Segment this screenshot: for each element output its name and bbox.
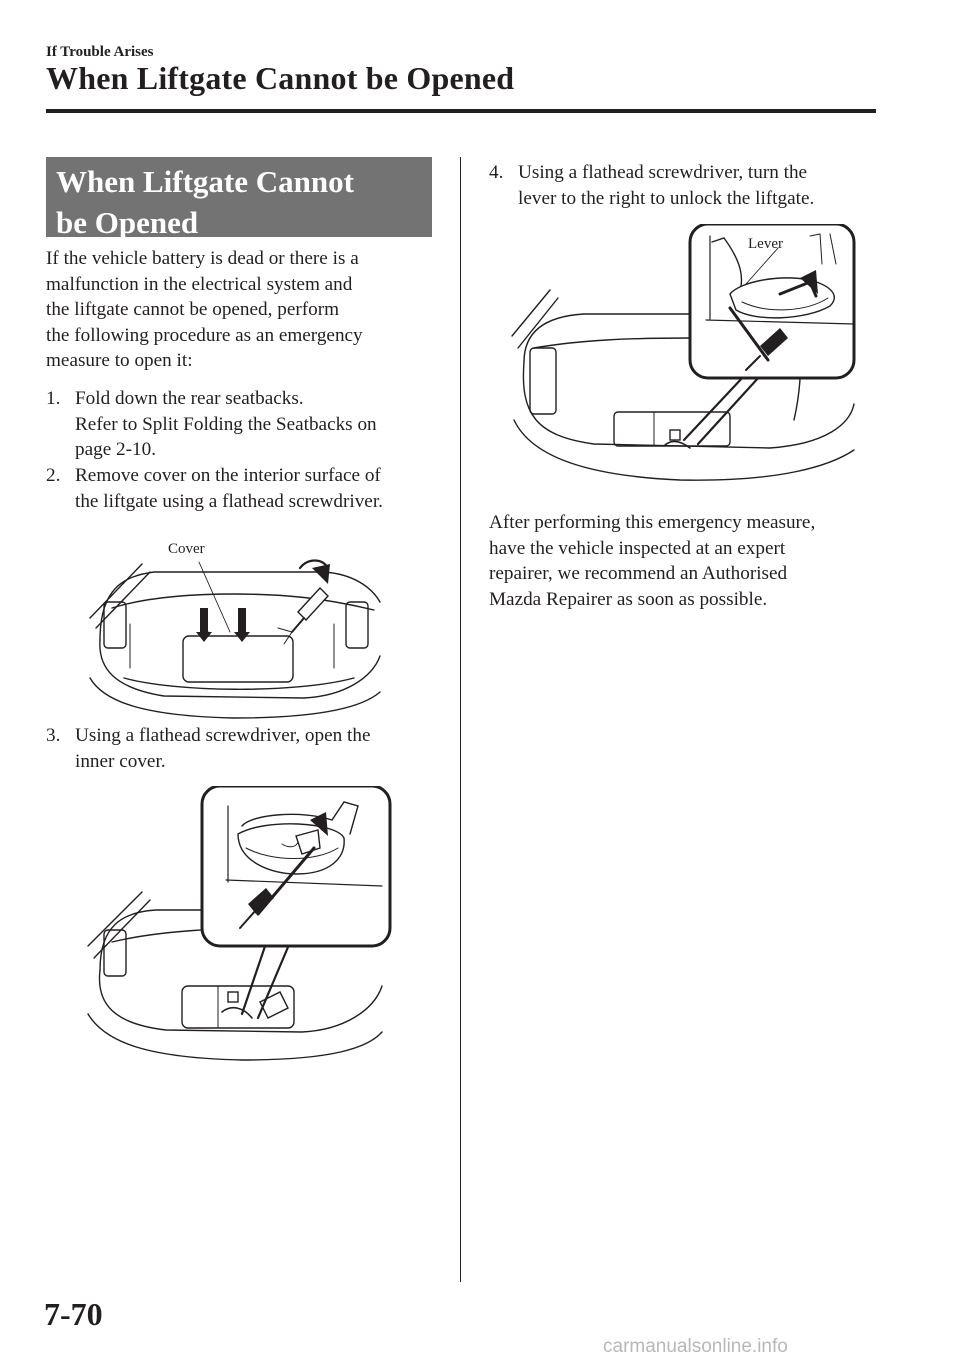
cover-callout-label: Cover <box>168 541 205 557</box>
step-line: lever to the right to unlock the liftgat… <box>518 187 815 209</box>
step-number: 3. <box>46 725 61 746</box>
section-title-line-2: be Opened <box>56 205 199 240</box>
after-line: repairer, we recommend an Authorised <box>489 563 788 585</box>
step-line: Refer to Split Folding the Seatbacks on <box>75 413 377 435</box>
intro-line: If the vehicle battery is dead or there … <box>46 248 359 269</box>
after-line: have the vehicle inspected at an expert <box>489 537 786 559</box>
step-line: inner cover. <box>75 750 166 772</box>
step-number: 1. <box>46 388 61 409</box>
column-divider <box>460 157 461 1282</box>
inner-cover-illustration <box>82 786 392 1064</box>
intro-line: the liftgate cannot be opened, perform <box>46 299 340 321</box>
after-paragraph: After performing this emergency measure,… <box>489 510 815 612</box>
intro-paragraph: If the vehicle battery is dead or there … <box>46 246 363 374</box>
lever-illustration: Lever <box>510 224 864 502</box>
lever-callout-label: Lever <box>748 236 783 252</box>
cover-removal-illustration: Cover <box>84 528 384 720</box>
after-line: After performing this emergency measure, <box>489 512 816 533</box>
section-kicker: If Trouble Arises <box>46 44 154 60</box>
header-rule <box>46 109 876 113</box>
step-line: page 2-10. <box>75 439 156 461</box>
after-line: Mazda Repairer as soon as possible. <box>489 588 768 610</box>
step-number: 4. <box>489 162 504 183</box>
step-line: Using a flathead screwdriver, turn the <box>518 162 808 183</box>
page-heading: When Liftgate Cannot be Opened <box>46 60 515 96</box>
section-title-box: When Liftgate Cannot be Opened <box>46 157 432 240</box>
intro-line: the following procedure as an emergency <box>46 324 363 346</box>
page-number: 7-70 <box>44 1296 103 1332</box>
section-title-line-1: When Liftgate Cannot <box>56 164 354 199</box>
step-line: Remove cover on the interior surface of <box>75 465 381 486</box>
step-line: the liftgate using a flathead screwdrive… <box>75 490 383 512</box>
intro-line: malfunction in the electrical system and <box>46 273 353 295</box>
step-line: Using a flathead screwdriver, open the <box>75 725 371 746</box>
step-number: 2. <box>46 465 61 486</box>
watermark: carmanualsonline.info <box>603 1336 788 1357</box>
intro-line: measure to open it: <box>46 350 193 372</box>
step-line: Fold down the rear seatbacks. <box>75 388 304 409</box>
